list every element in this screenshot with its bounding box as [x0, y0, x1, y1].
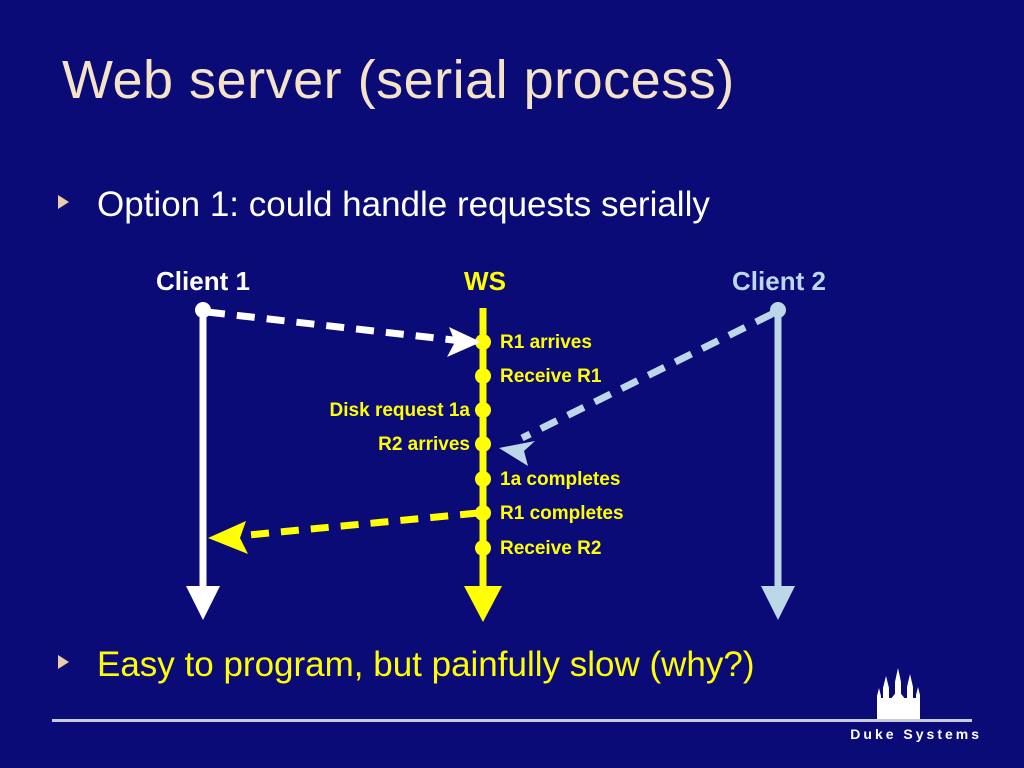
event-label-receive-r1: Receive R1 [500, 366, 602, 387]
event-label-r1-arrives: R1 arrives [500, 332, 592, 353]
message-response-r1 [208, 509, 479, 554]
lifeline-ws [464, 308, 502, 622]
footer-brand-label: Duke Systems [850, 726, 982, 742]
triangle-bullet-icon [58, 195, 69, 209]
triangle-bullet-icon [58, 655, 69, 669]
actor-label-ws: WS [464, 266, 506, 296]
lifeline-client1 [186, 302, 220, 620]
bullet-label-summary: Easy to program, but painfully slow (why… [97, 645, 755, 684]
actor-label-client1: Client 1 [156, 266, 250, 296]
event-label-1a-completes: 1a completes [500, 469, 621, 490]
lifeline-client2 [761, 302, 795, 620]
page-title: Web server (serial process) [62, 50, 735, 110]
duke-chapel-icon [872, 668, 928, 722]
event-label-r2-arrives: R2 arrives [378, 434, 470, 455]
bullet-label-option1: Option 1: could handle requests serially [97, 185, 710, 224]
event-label-receive-r2: Receive R2 [500, 538, 602, 559]
event-label-disk-request-1a: Disk request 1a [329, 400, 470, 421]
bullet-item-summary: Easy to program, but painfully slow (why… [58, 645, 755, 685]
event-label-r1-completes: R1 completes [500, 503, 624, 524]
message-request-r1 [206, 308, 481, 357]
footer-divider [52, 719, 972, 722]
actor-label-client2: Client 2 [732, 266, 826, 296]
bullet-item-option1: Option 1: could handle requests serially [58, 185, 710, 225]
